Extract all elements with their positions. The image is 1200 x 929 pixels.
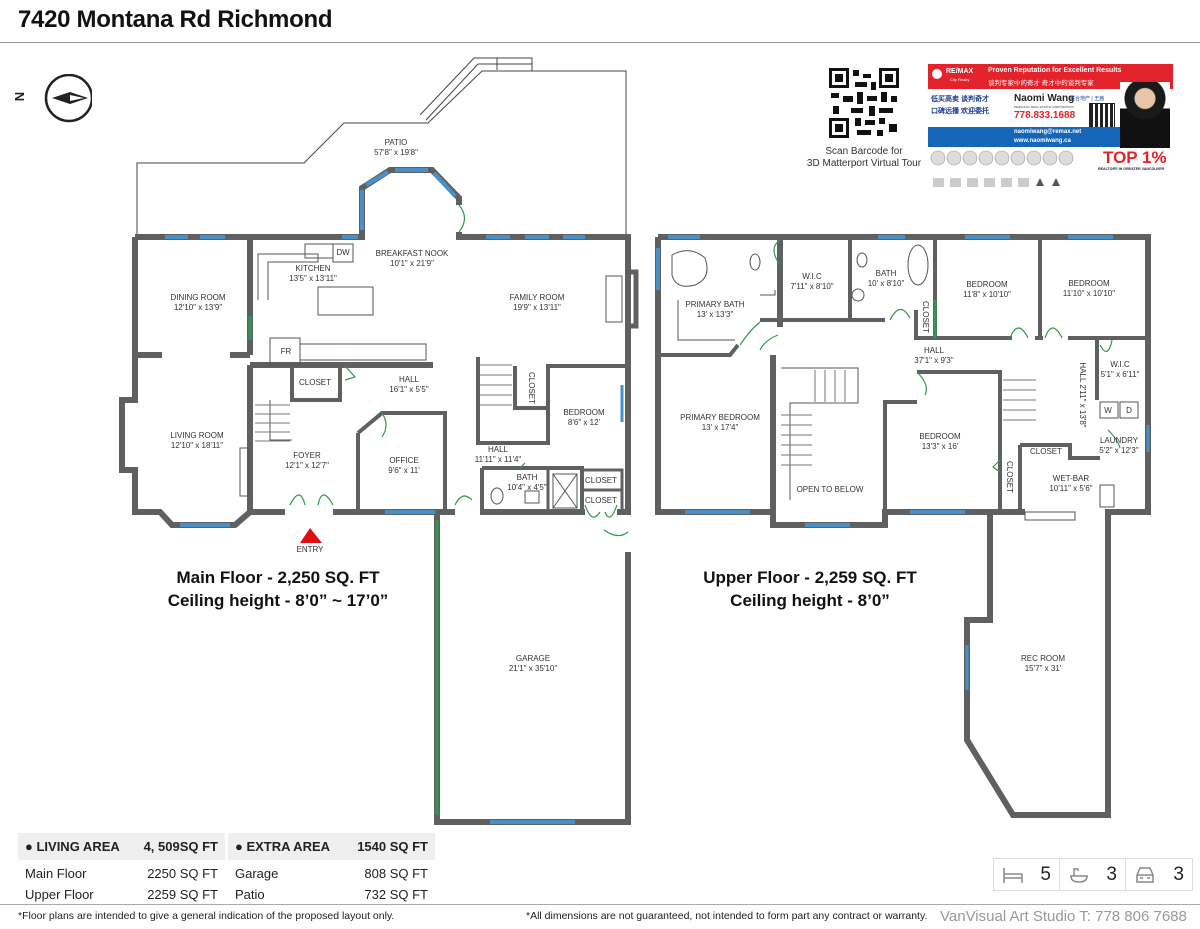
upper-floor-fixtures bbox=[671, 244, 1139, 521]
closet-label: CLOSET bbox=[298, 378, 332, 387]
title-divider bbox=[0, 42, 1200, 43]
ad-brand: RE/MAX bbox=[946, 68, 974, 75]
fridge-label: FR bbox=[280, 347, 292, 356]
bathrooms-stat: 3 bbox=[1060, 859, 1126, 890]
washer-label: W bbox=[1104, 406, 1112, 415]
ad-phone: 778.833.1688 bbox=[1014, 110, 1076, 121]
ad-agent-name-cn: 联合地产 | 王茜 bbox=[1070, 96, 1105, 102]
page-title: 7420 Montana Rd Richmond bbox=[18, 6, 333, 33]
dryer-label: D bbox=[1126, 406, 1132, 415]
bedrooms-stat: 5 bbox=[994, 859, 1060, 890]
ad-headline-cn: 谈判专家中的奇才 奇才中的谈判专家 bbox=[988, 80, 1094, 87]
ad-headline: Proven Reputation for Excellent Results bbox=[988, 67, 1122, 74]
property-stats: 5 3 3 bbox=[993, 858, 1193, 891]
extra-area-label: ● EXTRA AREA bbox=[235, 839, 331, 854]
patio-outline bbox=[136, 57, 627, 237]
agent-photo bbox=[1120, 82, 1170, 148]
dishwasher-label: DW bbox=[336, 248, 350, 257]
bathtub-icon bbox=[1070, 867, 1088, 883]
upper-floor-doors bbox=[739, 239, 1121, 473]
ad-slogan-1: 低买高卖 谈判奇才 bbox=[931, 96, 989, 103]
ad-brand-sub: City Realty bbox=[950, 77, 970, 82]
living-area-label: ● LIVING AREA bbox=[25, 839, 120, 854]
upper-floor-windows bbox=[656, 235, 1150, 690]
room-label-hall-vertical: HALL 2'11" x 13'8" bbox=[1077, 362, 1087, 428]
extra-area-total: 1540 SQ FT bbox=[357, 839, 428, 854]
main-floor-fixtures bbox=[239, 243, 623, 509]
closet-label: CLOSET bbox=[920, 300, 930, 334]
closet-label: CLOSET bbox=[584, 476, 618, 485]
upper-floor-walls bbox=[655, 234, 1151, 818]
ad-website: www.naomiwang.ca bbox=[1014, 138, 1071, 144]
ad-top-percent: TOP 1% bbox=[1103, 148, 1167, 167]
ad-email: naomiwang@remax.net bbox=[1014, 129, 1082, 135]
footer-divider bbox=[0, 904, 1200, 905]
ad-slogan-2: 口碑远播 欢迎委托 bbox=[931, 108, 989, 115]
compass-icon bbox=[44, 74, 92, 123]
qr-code-icon[interactable] bbox=[829, 68, 899, 138]
ad-contact-band bbox=[928, 127, 1128, 147]
entry-label: ENTRY bbox=[296, 545, 324, 554]
footer-disclaimer-right: *All dimensions are not guaranteed, not … bbox=[526, 910, 928, 922]
ad-agent-name: Naomi Wang bbox=[1014, 93, 1075, 104]
footer-studio: VanVisual Art Studio T: 778 806 7688 bbox=[940, 908, 1187, 925]
footer-disclaimer-left: *Floor plans are intended to give a gene… bbox=[18, 910, 395, 922]
closet-label: CLOSET bbox=[1029, 447, 1063, 456]
main-floor-doors bbox=[248, 204, 629, 815]
car-icon bbox=[1136, 866, 1154, 883]
closet-label: CLOSET bbox=[526, 371, 536, 405]
ad-agent-sub: PERSONAL REAL ESTATE CORPORATION bbox=[1014, 105, 1074, 109]
open-to-below-label: OPEN TO BELOW bbox=[796, 485, 864, 494]
main-floor-windows bbox=[165, 168, 624, 824]
remax-balloon-icon bbox=[932, 69, 942, 79]
ad-top-sub: REALTOR® IN GREATER VANCOUVER bbox=[1098, 167, 1165, 171]
ad-qr-code-icon bbox=[1089, 103, 1115, 129]
parking-stat: 3 bbox=[1126, 859, 1192, 890]
closet-label: CLOSET bbox=[584, 496, 618, 505]
entry-marker bbox=[300, 528, 322, 543]
living-area-total: 4, 509SQ FT bbox=[143, 839, 218, 854]
closet-label: CLOSET bbox=[1004, 460, 1014, 494]
realtor-ad-banner[interactable]: RE/MAX City Realty Proven Reputation for… bbox=[928, 64, 1173, 206]
award-badges-icon bbox=[930, 150, 1074, 187]
bed-icon bbox=[1003, 867, 1023, 883]
